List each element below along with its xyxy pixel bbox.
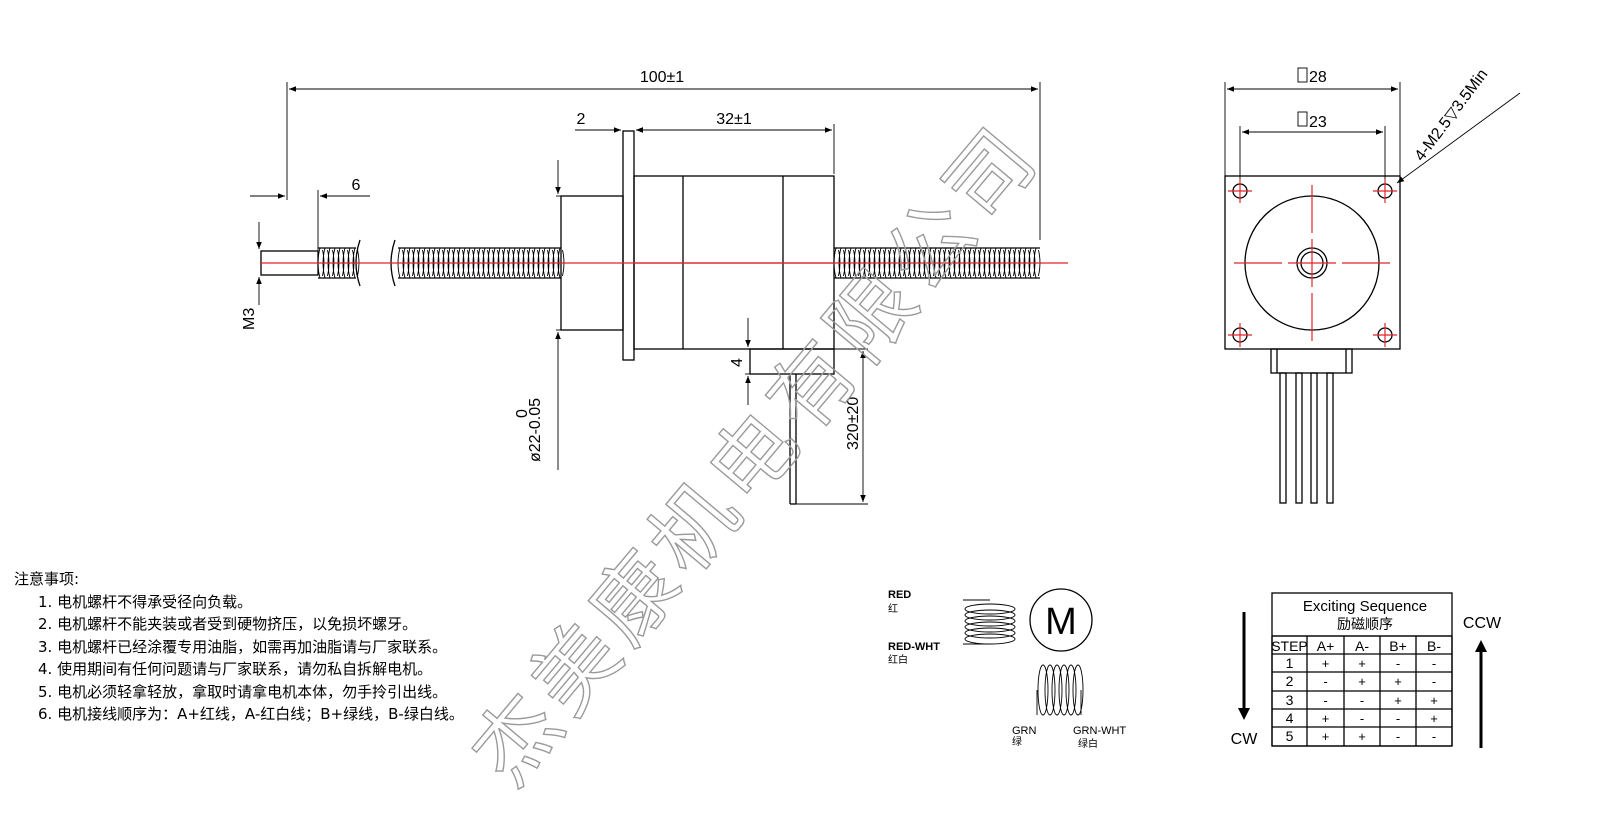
cw-label: CW	[1231, 731, 1259, 748]
sequence-cell: +	[1322, 656, 1330, 671]
sequence-cell: -	[1396, 656, 1400, 671]
sequence-cell: -	[1396, 729, 1400, 744]
sequence-header: B+	[1389, 638, 1407, 654]
notes-section: 注意事项: 1. 电机螺杆不得承受径向负载。 2. 电机螺杆不能夹装或者受到硬物…	[14, 568, 464, 726]
sequence-cell: +	[1430, 711, 1438, 726]
coil-b	[1036, 664, 1084, 716]
red-wire-label: RED	[888, 589, 911, 601]
front-centerlines	[1228, 179, 1397, 347]
sequence-cell: -	[1323, 693, 1327, 708]
sequence-title: Exciting Sequence	[1303, 598, 1427, 615]
sequence-cell: +	[1358, 729, 1366, 744]
side-view: 100±1 6 M3	[241, 69, 1068, 505]
note-item: 1. 电机螺杆不得承受径向负载。	[38, 592, 253, 611]
red-wht-wire-label: RED-WHT	[888, 641, 940, 653]
sequence-cell: 3	[1286, 692, 1294, 708]
note-item: 5. 电机必须轻拿轻放，拿取时请拿电机本体，勿手拎引出线。	[38, 682, 448, 701]
thread-label: M3	[241, 308, 258, 330]
wiring-schematic: RED 红 RED-WHT 红白 M GRN 绿 GRN-WHT 绿白	[888, 588, 1126, 750]
sequence-cell: 1	[1286, 655, 1294, 671]
sequence-header: A-	[1355, 638, 1369, 654]
sequence-title-cn: 励磁顺序	[1337, 617, 1393, 633]
motor-symbol: M	[1045, 601, 1077, 643]
sequence-cell: -	[1360, 711, 1364, 726]
note-item: 3. 电机螺杆已经涂覆专用油脂，如需再加油脂请与厂家联系。	[38, 637, 448, 656]
screw-end-label: 6	[352, 177, 361, 194]
motor-symbol-circle	[1029, 588, 1093, 652]
square-symbol	[1297, 67, 1308, 83]
sequence-cell: +	[1358, 656, 1366, 671]
grn-wht-wire-label: GRN-WHT	[1073, 725, 1126, 737]
total-length-label: 100±1	[640, 69, 684, 86]
sequence-cell: +	[1358, 674, 1366, 689]
sequence-table: Exciting Sequence 励磁顺序 STEP A+ A- B+ B- 1 + + - -…	[1231, 592, 1502, 748]
sequence-cell: +	[1394, 674, 1402, 689]
sequence-cell: +	[1322, 711, 1330, 726]
sequence-header: STEP	[1271, 638, 1308, 654]
sequence-cell: -	[1323, 674, 1327, 689]
sequence-cell: -	[1396, 711, 1400, 726]
notes-title: 注意事项:	[14, 570, 80, 588]
lead-length-label: 320±20	[845, 397, 862, 450]
sequence-cell: 2	[1286, 673, 1294, 689]
flange-plate	[622, 130, 635, 361]
flange-thickness-label: 2	[577, 111, 586, 128]
body-length-label: 32±1	[716, 111, 752, 128]
red-wht-wire-cn-label: 红白	[888, 653, 908, 666]
coil-a	[963, 599, 1016, 645]
grn-wht-wire-cn-label: 绿白	[1078, 737, 1098, 750]
sequence-header: A+	[1317, 638, 1335, 654]
sequence-cell: 4	[1286, 710, 1294, 726]
note-item: 2. 电机螺杆不能夹装或者受到硬物挤压，以免损坏螺牙。	[38, 615, 418, 633]
note-item: 4. 使用期间有任何问题请与厂家联系，请勿私自拆解电机。	[38, 660, 433, 678]
sequence-cell: -	[1432, 674, 1436, 689]
front-view: 28 23 4-M2.5▽3.5Min	[1224, 66, 1521, 504]
front-hole-spacing-label: 23	[1309, 114, 1327, 131]
sequence-cell: -	[1432, 729, 1436, 744]
note-item: 6. 电机接线顺序为：A+红线，A-红白线；B+绿线，B-绿白线。	[38, 705, 464, 723]
red-wire-cn-label: 红	[888, 602, 898, 615]
grn-wire-cn-label: 绿	[1012, 735, 1022, 748]
boss-diameter-label: ø22-0.05	[527, 398, 544, 462]
front-outer-label: 28	[1309, 69, 1327, 86]
sequence-cell: 5	[1286, 728, 1294, 744]
lead-offset-label: 4	[729, 358, 746, 367]
front-lead-wires	[1279, 372, 1334, 504]
sequence-cell: -	[1432, 656, 1436, 671]
ccw-label: CCW	[1463, 615, 1502, 632]
boss-tolerance-label: 0	[514, 409, 531, 418]
sequence-cell: +	[1322, 729, 1330, 744]
sequence-cell: +	[1394, 693, 1402, 708]
square-symbol	[1297, 111, 1308, 127]
grn-wire-label: GRN	[1012, 725, 1037, 737]
sequence-header: B-	[1427, 638, 1441, 654]
sequence-grid: STEP A+ A- B+ B- 1 + + - - 2 - + + - 3 - - + +4 + - - +5 + + - -	[1271, 635, 1453, 747]
lead-exit-block	[749, 348, 835, 375]
sequence-cell: +	[1430, 693, 1438, 708]
mounting-holes-label: 4-M2.5▽3.5Min	[1412, 66, 1492, 164]
sequence-cell: -	[1360, 693, 1364, 708]
connector-block	[1270, 348, 1353, 374]
